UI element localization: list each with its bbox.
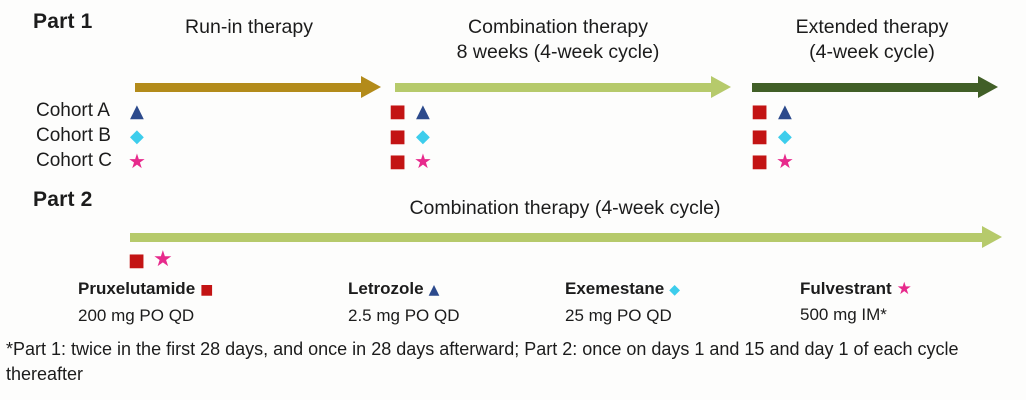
- extended-arrow-head-icon: [978, 76, 998, 98]
- ext-row-b-square-icon: ■: [751, 126, 769, 147]
- ext-row-c-star-icon: ★: [776, 149, 794, 173]
- part2-arrow: [130, 226, 1002, 248]
- legend-name-line: Letrozole▲: [348, 276, 459, 303]
- fulvestrant-star-icon: ★: [896, 279, 912, 299]
- legend-item-pruxelutamide: Pruxelutamide■ 200 mg PO QD: [78, 276, 213, 328]
- legend-drug-name: Letrozole: [348, 279, 424, 298]
- part2-star-icon: ★: [153, 247, 173, 272]
- ext-row-a-square-icon: ■: [751, 101, 769, 122]
- part2-arrow-shaft: [130, 232, 985, 242]
- footnote: *Part 1: twice in the first 28 days, and…: [6, 339, 959, 384]
- ext-row-b-diamond-icon: ◆: [778, 126, 792, 147]
- runin-arrow: [135, 76, 381, 98]
- combo-row-b-diamond-icon: ◆: [416, 126, 430, 147]
- phase-combination-title: Combination therapy 8 weeks (4-week cycl…: [398, 15, 718, 65]
- combo-row-a-triangle-icon: ▲: [416, 101, 430, 122]
- phase-extended-subtitle-text: (4-week cycle): [809, 41, 935, 63]
- ext-row-c-square-icon: ■: [751, 151, 769, 172]
- part1-label: Part 1: [33, 10, 93, 33]
- exemestane-diamond-icon: ◆: [669, 282, 681, 298]
- part2-phase-title: Combination therapy (4-week cycle): [409, 197, 721, 219]
- legend-drug-name: Pruxelutamide: [78, 279, 196, 298]
- combo-row-c-square-icon: ■: [389, 151, 407, 172]
- letrozole-triangle-icon: ▲: [428, 282, 440, 298]
- legend-item-fulvestrant: Fulvestrant★ 500 mg IM*: [800, 276, 912, 327]
- phase-extended-title: Extended therapy (4-week cycle): [757, 15, 987, 65]
- extended-arrow-shaft: [752, 82, 981, 92]
- cohort-a-triangle-icon: ▲: [130, 101, 144, 122]
- legend-drug-name: Exemestane: [565, 279, 665, 298]
- legend-item-exemestane: Exemestane◆ 25 mg PO QD: [565, 276, 680, 328]
- phase-extended-title-text: Extended therapy: [795, 16, 949, 38]
- phase-runin-title-text: Run-in therapy: [185, 16, 313, 38]
- extended-arrow: [752, 76, 998, 98]
- cohort-a-label: Cohort A: [36, 100, 110, 121]
- combination-arrow-shaft: [395, 82, 714, 92]
- legend-item-letrozole: Letrozole▲ 2.5 mg PO QD: [348, 276, 459, 328]
- legend-dose: 500 mg IM*: [800, 305, 887, 324]
- legend-dose: 200 mg PO QD: [78, 306, 195, 325]
- phase-runin-title: Run-in therapy: [139, 15, 359, 40]
- legend-name-line: Fulvestrant★: [800, 276, 912, 302]
- runin-arrow-shaft: [135, 82, 364, 92]
- combination-arrow: [395, 76, 731, 98]
- phase-combination-title-text: Combination therapy: [468, 16, 648, 38]
- legend-dose: 2.5 mg PO QD: [348, 306, 460, 325]
- cohort-b-label: Cohort B: [36, 125, 111, 146]
- combo-row-c-star-icon: ★: [414, 149, 432, 173]
- legend-name-line: Pruxelutamide■: [78, 276, 213, 303]
- part2-square-icon: ■: [128, 250, 146, 271]
- part2-arrow-head-icon: [982, 226, 1002, 248]
- cohort-c-star-icon: ★: [128, 149, 146, 173]
- part2-label: Part 2: [33, 188, 93, 211]
- combo-row-b-square-icon: ■: [389, 126, 407, 147]
- phase-combination-subtitle-text: 8 weeks (4-week cycle): [456, 41, 660, 63]
- cohort-c-label: Cohort C: [36, 150, 113, 171]
- ext-row-a-triangle-icon: ▲: [778, 101, 792, 122]
- pruxelutamide-square-icon: ■: [200, 282, 214, 298]
- combination-arrow-head-icon: [711, 76, 731, 98]
- legend-dose: 25 mg PO QD: [565, 306, 672, 325]
- runin-arrow-head-icon: [361, 76, 381, 98]
- combo-row-a-square-icon: ■: [389, 101, 407, 122]
- cohort-b-diamond-icon: ◆: [130, 126, 144, 147]
- legend-name-line: Exemestane◆: [565, 276, 680, 303]
- legend-drug-name: Fulvestrant: [800, 279, 892, 298]
